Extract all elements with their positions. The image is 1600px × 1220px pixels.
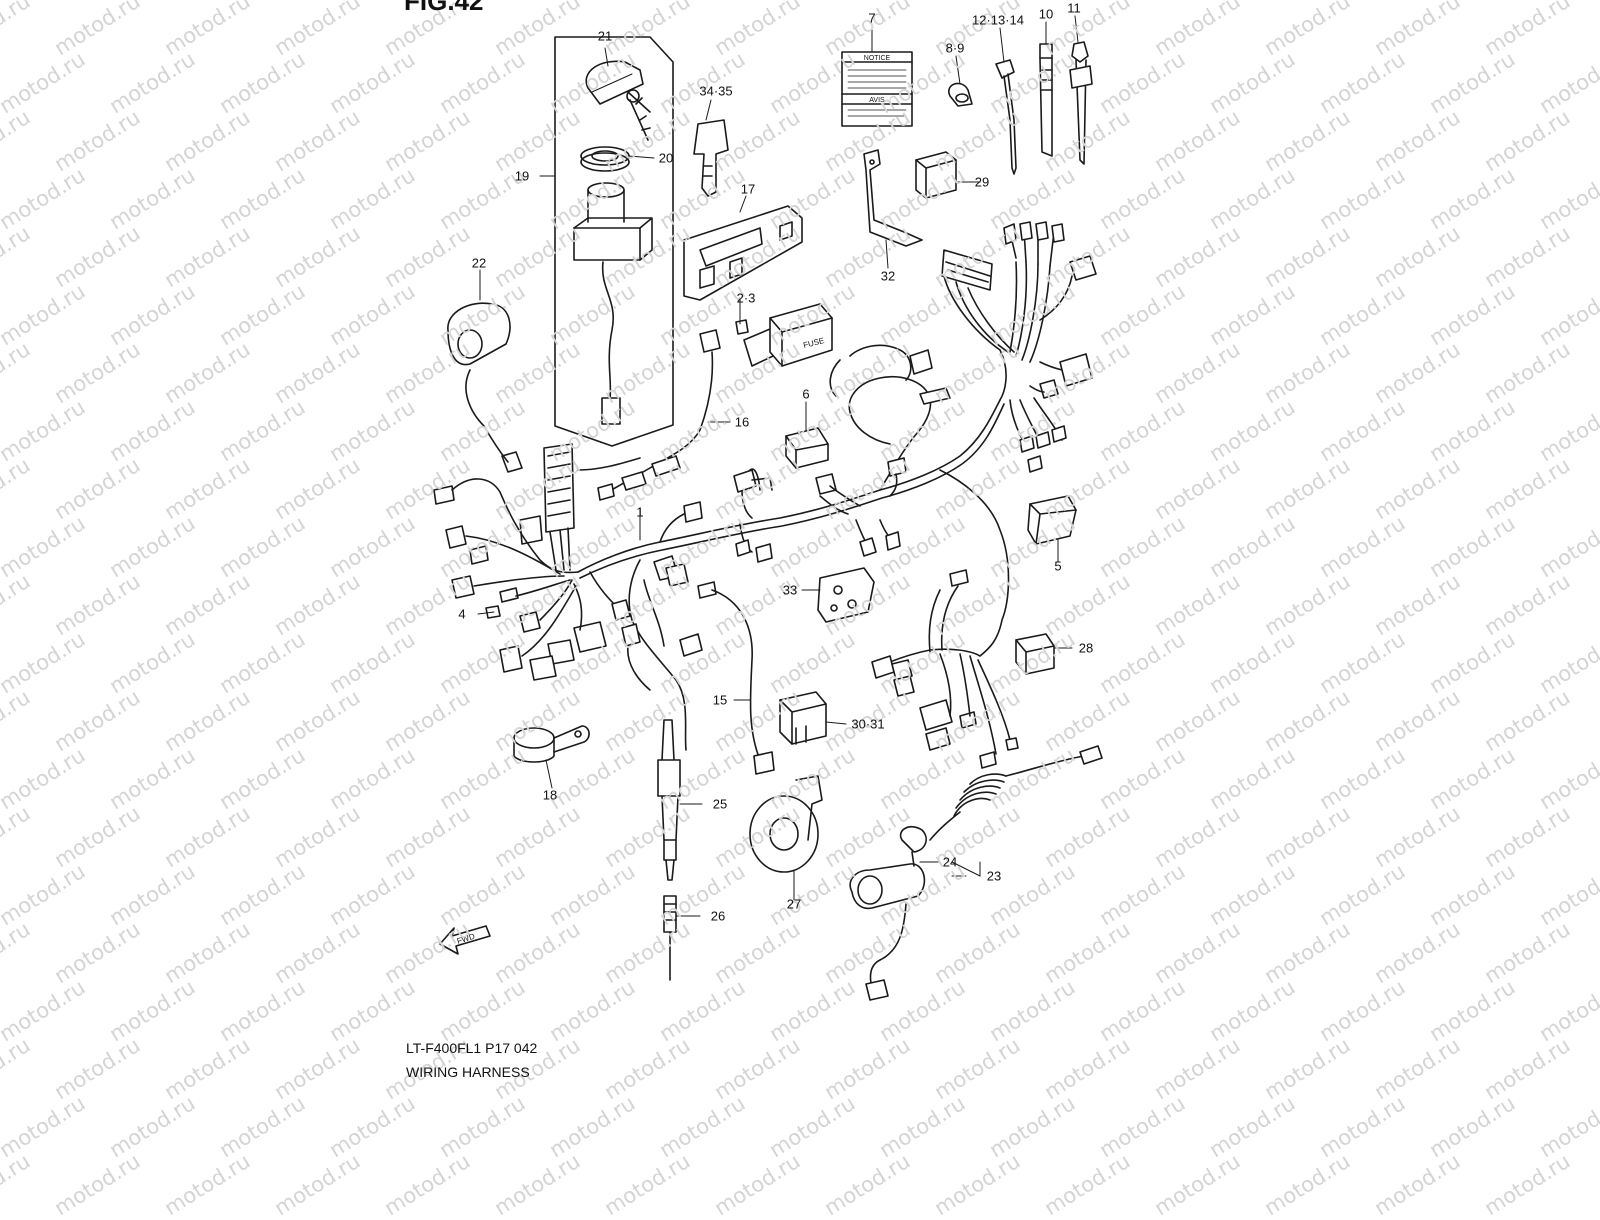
callout-29: 29: [974, 174, 990, 190]
ring-nut-part: [580, 146, 630, 172]
cable-tie-part: [995, 59, 1017, 175]
notice-text: NOTICE: [864, 55, 891, 62]
right-wire-bundle-part: [941, 221, 1097, 473]
callout-1: 1: [636, 504, 644, 520]
caption-title: WIRING HARNESS: [406, 1064, 530, 1080]
ignition-group-box: [554, 36, 674, 447]
callout-33: 33: [782, 582, 798, 598]
sub-harness-16-part: [607, 351, 714, 493]
callout-19: 19: [514, 168, 530, 184]
callout-16: 16: [734, 414, 750, 430]
cap-28-part: [1015, 633, 1055, 675]
lower-right-harness-part: [871, 569, 1019, 769]
callout-4: 4: [458, 606, 466, 622]
bracket-plate-part: [683, 205, 803, 301]
ignition-switch-part: [573, 182, 653, 425]
relay-3031-part: [779, 691, 827, 745]
cap-6-part: [785, 427, 829, 469]
figure-title: FIG.42: [404, 0, 484, 16]
fwd-arrow: FWD: [439, 925, 491, 955]
callout-30-31: 30·31: [851, 716, 885, 732]
fuse-box-part: FUSE: [699, 303, 833, 367]
sensor-25-part: [657, 719, 681, 881]
handlebar-switch-22-part: [447, 302, 523, 473]
callout-17: 17: [740, 181, 756, 197]
callout-2-3: 2·3: [736, 290, 756, 306]
boot-5-part: [1027, 495, 1077, 545]
main-harness-1-part: [577, 344, 1010, 657]
ignition-key-part: [585, 60, 651, 141]
callout-32: 32: [880, 268, 896, 284]
callout-25: 25: [712, 796, 728, 812]
bracket-32-part: [863, 149, 923, 247]
callout-21: 21: [597, 28, 613, 44]
callout-27: 27: [786, 896, 802, 912]
avis-text: AVIS: [869, 97, 885, 104]
leader-lines: [477, 15, 1079, 917]
switch-18-part: [513, 725, 590, 763]
callout-26: 26: [710, 908, 726, 924]
callout-22: 22: [471, 255, 487, 271]
callout-6: 6: [802, 386, 810, 402]
handlebar-switch-23-part: [849, 745, 1103, 1001]
tie-clip-part: [1069, 41, 1093, 165]
callout-10: 10: [1038, 6, 1054, 22]
callout-7: 7: [868, 10, 876, 26]
callout-24: 24: [942, 854, 958, 870]
callout-34-35: 34·35: [699, 83, 733, 99]
band-part: [1039, 43, 1053, 157]
callout-18: 18: [542, 787, 558, 803]
relay-29-part: [915, 151, 957, 199]
key-blank-part: [693, 119, 729, 197]
lead-15-part: [697, 581, 775, 775]
callout-8-9: 8·9: [945, 40, 965, 56]
callout-20: 20: [658, 150, 674, 166]
tube-26-part: [663, 895, 677, 981]
clamp-part: [948, 82, 973, 107]
callout-5: 5: [1054, 558, 1062, 574]
callout-12-13-14: 12·13·14: [971, 12, 1025, 28]
left-connector-bundle-part: [433, 443, 641, 681]
callout-28: 28: [1078, 640, 1094, 656]
horn-27-part: [749, 775, 823, 873]
callout-15: 15: [712, 692, 728, 708]
center-connectors-part: [621, 457, 907, 751]
callout-11: 11: [1067, 0, 1081, 16]
plate-33-part: [817, 567, 875, 623]
notice-label-part: NOTICE AVIS: [841, 51, 913, 127]
callout-23: 23: [986, 868, 1002, 884]
caption-model-line: LT-F400FL1 P17 042: [406, 1040, 538, 1056]
